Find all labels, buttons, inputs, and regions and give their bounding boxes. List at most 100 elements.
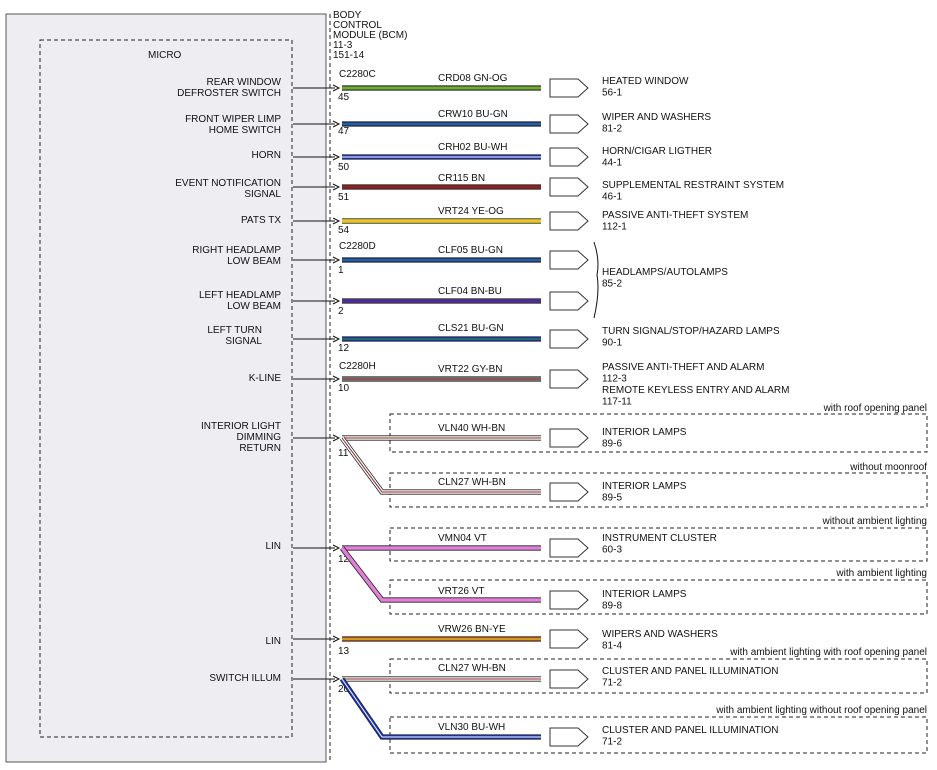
destination-label: 81-2 [602,124,622,135]
connector-arrow [332,335,341,343]
option-box [389,579,928,615]
terminal-connector [549,250,589,270]
option-box [389,527,928,562]
circuit-label: CRH02 BU-WH [438,142,507,153]
circuit-label: CLN27 WH-BN [438,663,506,674]
destination-label: INSTRUMENT CLUSTER [602,533,717,544]
signal-label: LIN [265,636,281,647]
circuit-label: CLF05 BU-GN [438,245,503,256]
connector-arrow [332,544,341,552]
signal-label: K-LINE [249,373,282,384]
destination-label: CLUSTER AND PANEL ILLUMINATION [602,725,779,736]
destination-label: PASSIVE ANTI-THEFT SYSTEM [602,210,748,221]
destination-label: HEATED WINDOW [602,76,689,87]
destination-label: 90-1 [602,338,622,349]
signal-label: REAR WINDOW [207,77,282,88]
destination-label: 71-2 [602,678,622,689]
option-box [389,472,928,508]
micro-label: MICRO [148,50,182,61]
terminal-connector [549,428,589,448]
signal-label: LEFT HEADLAMP [199,290,281,301]
connector-label: C2280H [339,361,376,372]
circuit-label: CR115 BN [438,173,485,184]
circuit-label: VLN30 BU-WH [438,722,505,733]
destination-label: TURN SIGNAL/STOP/HAZARD LAMPS [602,326,780,337]
destination-label: WIPER AND WASHERS [602,112,711,123]
terminal-connector [549,177,589,197]
destination-label: INTERIOR LAMPS [602,589,687,600]
destination-label: 44-1 [602,158,622,169]
destination-label: 46-1 [602,192,622,203]
pin-number: 1 [338,265,344,276]
circuit-label: VRT26 VT [438,586,485,597]
pin-number: 12 [338,554,350,565]
connector-label: C2280D [339,241,376,252]
terminal-connector [549,329,589,349]
destination-label: REMOTE KEYLESS ENTRY AND ALARM [602,385,789,396]
connector-arrow [332,635,341,643]
circuit-label: VMN04 VT [438,533,487,544]
module-title-line: 151-14 [333,50,365,61]
circuit-label: CRW10 BU-GN [438,109,508,120]
pin-number: 13 [338,646,350,657]
destination-label: 89-8 [602,601,622,612]
connector-label: C2280C [339,69,376,80]
destination-label: 112-1 [602,222,627,233]
option-label: with ambient lighting without roof openi… [715,705,927,716]
connector-arrow [332,84,341,92]
pin-number: 10 [338,383,350,394]
terminal-connector [549,291,589,311]
signal-label: LEFT TURN [207,325,262,336]
terminal-connector [549,369,589,389]
connector-arrow [332,256,341,264]
connector-arrow [332,297,341,305]
signal-label: LIN [265,541,281,552]
connector-arrow [332,434,341,442]
pin-number: 54 [338,225,350,236]
signal-label: LOW BEAM [227,301,281,312]
destination-label: PASSIVE ANTI-THEFT AND ALARM [602,362,764,373]
terminal-connector [549,727,589,747]
circuit-label: VLN40 WH-BN [438,423,505,434]
destination-label: SUPPLEMENTAL RESTRAINT SYSTEM [602,180,784,191]
terminal-connector [549,211,589,231]
internal-leads [293,84,341,683]
destination-label: 60-3 [602,545,622,556]
destination-label: INTERIOR LAMPS [602,481,687,492]
terminal-connector [549,78,589,98]
connector-arrow [332,120,341,128]
terminal-connector [549,147,589,167]
option-box [389,413,928,453]
signal-label: DEFROSTER SWITCH [177,88,281,99]
module-title-line: BODY [333,10,362,21]
terminal-connector [549,482,589,502]
circuit-label: VRT24 YE-OG [438,206,504,217]
option-boxes: with roof opening panel without moonroof w… [389,403,928,754]
headlamp-group-line: HEADLAMPS/AUTOLAMPS [602,267,728,278]
signal-label: SIGNAL [244,189,281,200]
destination-label: 71-2 [602,737,622,748]
circuit-label: CLN27 WH-BN [438,477,506,488]
signal-label: SWITCH ILLUM [209,673,281,684]
signal-label: PATS TX [241,215,281,226]
circuit-label: CLF04 BN-BU [438,286,502,297]
signal-label: INTERIOR LIGHT [201,421,281,432]
headlamp-group-line: 85-2 [602,279,622,290]
signal-label: RIGHT HEADLAMP [192,245,281,256]
option-label: with roof opening panel [823,403,927,414]
signal-label: RETURN [239,443,281,454]
signal-label: HOME SWITCH [209,125,281,136]
signal-label: FRONT WIPER LIMP [185,114,281,125]
destination-label: 81-4 [602,641,622,652]
wire-12 [340,546,541,602]
signal-label: HORN [252,150,281,161]
terminal-connector [549,590,589,610]
terminal-connector [549,669,589,689]
option-label: without moonroof [849,462,927,473]
destination-label: WIPERS AND WASHERS [602,629,718,640]
wire-stripe [341,678,541,738]
wires [339,85,541,740]
